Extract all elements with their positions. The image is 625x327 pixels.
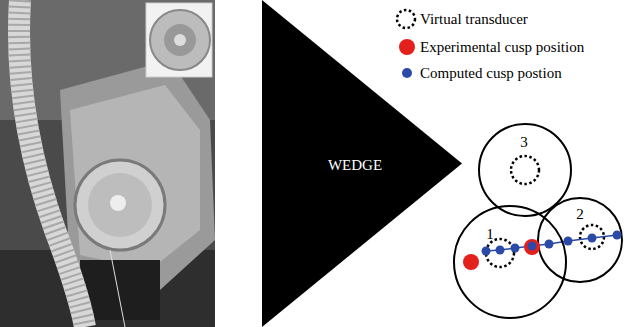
callout-number: 3 bbox=[520, 135, 528, 150]
computed-cusp bbox=[528, 242, 537, 251]
transducer-circle: 3 bbox=[478, 123, 572, 217]
outline-shape bbox=[479, 124, 571, 216]
experimental-cusp bbox=[463, 254, 479, 270]
legend-text: Computed cusp postion bbox=[420, 66, 562, 81]
legend-text: Virtual transducer bbox=[420, 12, 528, 27]
text-slot: WEDGE bbox=[328, 156, 382, 174]
text-slot: 1 bbox=[486, 225, 494, 243]
apparatus-photo bbox=[0, 0, 215, 327]
callout-number: 2 bbox=[576, 207, 584, 222]
computed-cusp bbox=[482, 247, 491, 256]
legend-swatch bbox=[399, 39, 415, 55]
experimental-cusp bbox=[524, 239, 540, 255]
computed-cusp bbox=[511, 244, 520, 253]
outline-shape bbox=[538, 198, 622, 282]
computed-cusp bbox=[613, 231, 622, 240]
outline-shape bbox=[454, 206, 566, 318]
computed-cusp bbox=[496, 246, 505, 255]
callout-number: 1 bbox=[486, 227, 494, 242]
text-slot: 2 bbox=[576, 205, 584, 223]
computed-cusp bbox=[588, 234, 597, 243]
computed-cusp bbox=[564, 237, 573, 246]
legend-text: Experimental cusp position bbox=[420, 40, 584, 55]
cusp-path bbox=[486, 235, 617, 251]
text-slot: 3 bbox=[520, 133, 528, 151]
computed-cusp bbox=[545, 240, 554, 249]
wedge-label: WEDGE bbox=[328, 158, 382, 173]
legend-swatch bbox=[402, 68, 412, 78]
legend-dashed-circle bbox=[397, 10, 415, 28]
